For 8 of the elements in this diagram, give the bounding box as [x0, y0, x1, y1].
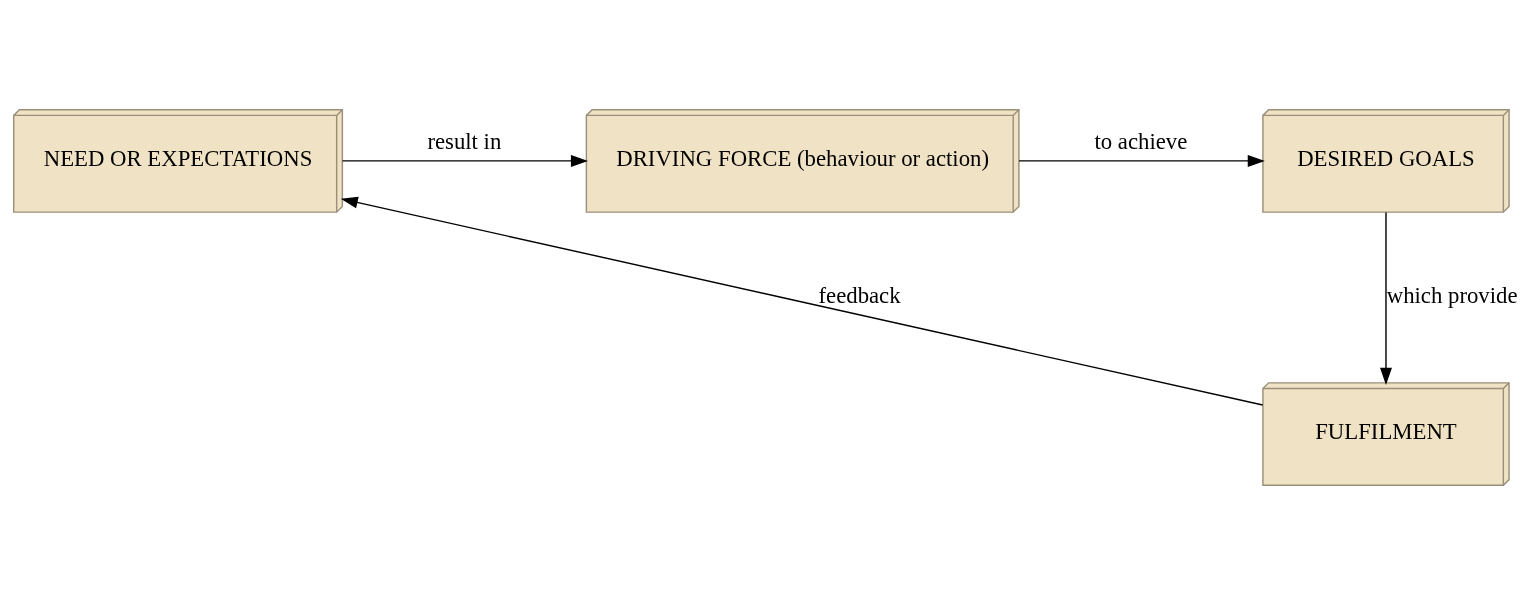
arrow [1018, 154, 1265, 167]
arrow [1380, 211, 1392, 385]
edge-label: which provide [1386, 282, 1518, 308]
arrow [340, 196, 1264, 406]
arrow [341, 154, 588, 167]
edge-label: result in [427, 128, 502, 154]
edge-label: to achieve [1094, 128, 1188, 154]
edge-label: feedback [818, 282, 901, 308]
